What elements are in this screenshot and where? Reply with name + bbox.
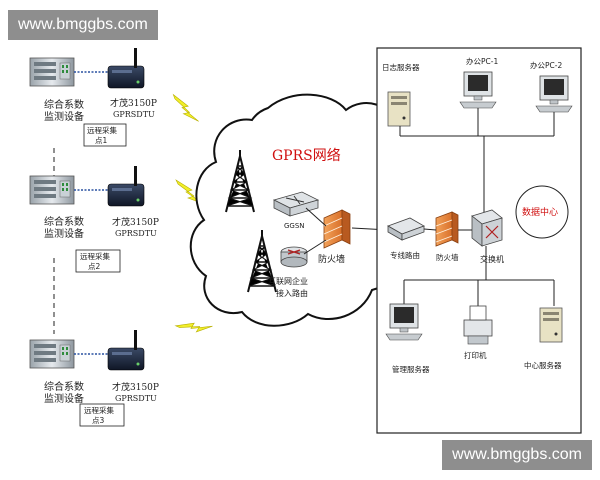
central-server-icon xyxy=(539,307,563,343)
site-2-point-label-line1: 远程采集 xyxy=(80,251,110,261)
remote-site-1: 综合系数 监测设备 才茂3150P GPRSDTU 远程采集 点1 xyxy=(29,47,157,147)
watermark-top: www.bmggbs.com xyxy=(8,10,158,40)
site-2-device-label-line2: 监测设备 xyxy=(44,227,84,240)
site-2-point-label-line2: 点2 xyxy=(88,262,100,271)
monitoring-device-icon xyxy=(29,57,75,87)
management-server-label: 管理服务器 xyxy=(392,364,430,374)
site-1-device-label-line1: 综合系数 xyxy=(44,98,84,111)
center-firewall-label: 防火墙 xyxy=(436,252,459,262)
remote-site-2: 综合系数 监测设备 才茂3150P GPRSDTU 远程采集 点2 xyxy=(29,165,159,273)
site-1-point-label-line2: 点1 xyxy=(95,136,107,145)
switch-label: 交换机 xyxy=(480,254,504,264)
printer-icon xyxy=(463,305,493,345)
monitoring-device-icon xyxy=(29,175,75,205)
gprs-dtu-icon xyxy=(107,165,145,207)
access-router-label-line1: 互联网企业 xyxy=(268,276,308,286)
site-3-point-label-line1: 远程采集 xyxy=(84,405,114,415)
site-1-point-label-line1: 远程采集 xyxy=(87,125,117,135)
wireless-signal-icon xyxy=(170,94,202,122)
management-server-icon xyxy=(385,303,423,341)
site-3-dtu-label-line1: 才茂3150P xyxy=(112,381,159,393)
firewall-icon xyxy=(435,211,459,247)
data-center-title: 数据中心 xyxy=(522,206,558,218)
log-server-label: 日志服务器 xyxy=(382,62,420,72)
office-pc2-label: 办公PC-2 xyxy=(530,60,562,70)
firewall-icon xyxy=(323,209,351,249)
wireless-signal-icon xyxy=(175,307,213,345)
site-3-device-label-line2: 监测设备 xyxy=(44,392,84,405)
site-3-dtu-label-line2: GPRSDTU xyxy=(115,394,157,403)
site-1-dtu-label-line2: GPRSDTU xyxy=(113,110,155,119)
monitoring-device-icon xyxy=(29,339,75,369)
site-2-device-label-line1: 综合系数 xyxy=(44,215,84,228)
office-pc1-label: 办公PC-1 xyxy=(466,56,498,66)
central-server-label: 中心服务器 xyxy=(524,360,562,370)
access-router-icon xyxy=(280,246,308,268)
dedicated-router-icon xyxy=(387,217,425,241)
remote-site-3: 综合系数 监测设备 才茂3150P GPRSDTU 远程采集 点3 xyxy=(29,329,159,427)
watermark-bottom: www.bmggbs.com xyxy=(442,440,592,470)
gprs-cloud: GPRS网络 GGSN 互联网企业 接入路由 防火墙 xyxy=(189,93,418,327)
site-2-dtu-label-line1: 才茂3150P xyxy=(112,216,159,228)
gprs-dtu-icon xyxy=(107,329,145,371)
office-pc2-icon xyxy=(535,75,573,113)
gprs-network-title: GPRS网络 xyxy=(272,148,341,164)
site-1-dtu-label-line1: 才茂3150P xyxy=(110,97,157,109)
printer-label: 打印机 xyxy=(464,350,487,360)
office-pc1-icon xyxy=(459,71,497,109)
site-2-dtu-label-line2: GPRSDTU xyxy=(115,229,157,238)
switch-icon xyxy=(471,209,503,247)
log-server-icon xyxy=(387,91,411,127)
gprs-dtu-icon xyxy=(107,47,145,89)
ggsn-router-icon xyxy=(272,191,320,217)
site-1-device-label-line2: 监测设备 xyxy=(44,110,84,123)
access-router-label-line2: 接入路由 xyxy=(276,288,308,298)
site-3-device-label-line1: 综合系数 xyxy=(44,380,84,393)
site-3-point-label-line2: 点3 xyxy=(92,416,104,425)
data-center: 日志服务器 办公PC-1 办公PC-2 数据中心 专线路由 防火墙 xyxy=(376,47,582,434)
dedicated-router-label: 专线路由 xyxy=(390,250,420,260)
cloud-firewall-label: 防火墙 xyxy=(318,253,345,265)
ggsn-label: GGSN xyxy=(284,222,305,230)
